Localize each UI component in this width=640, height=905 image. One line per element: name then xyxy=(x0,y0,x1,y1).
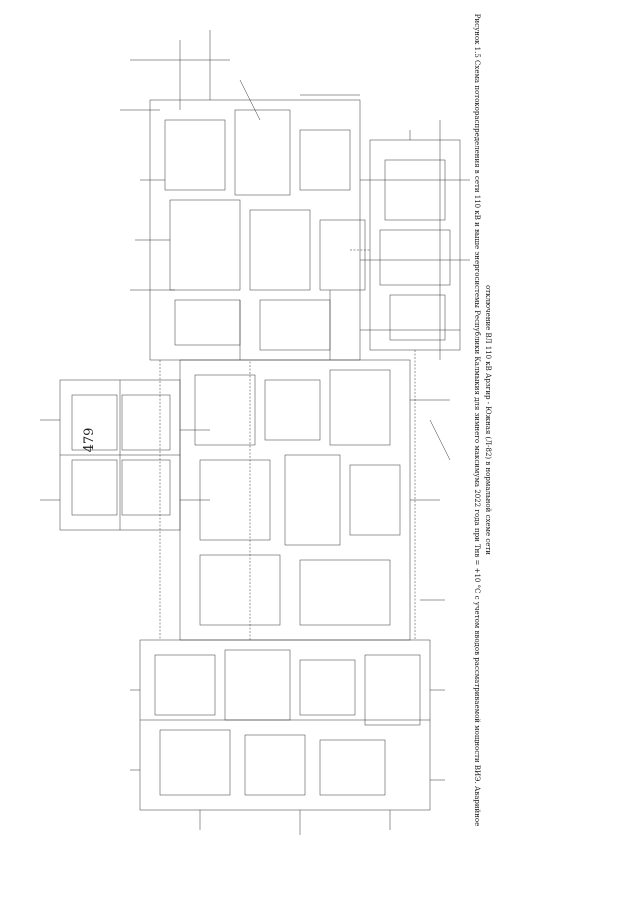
lower-network-block xyxy=(130,639,445,835)
left-substation-block xyxy=(40,379,210,531)
right-network-block xyxy=(360,120,470,360)
central-network-block xyxy=(179,290,451,641)
upper-network-block xyxy=(120,30,366,361)
tie-lines xyxy=(159,249,416,640)
